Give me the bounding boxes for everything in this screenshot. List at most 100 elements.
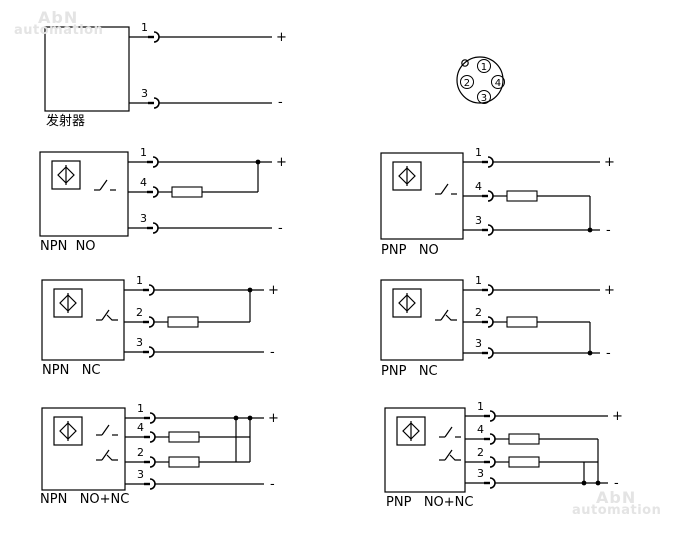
- npn-nonc-type: NPN: [40, 492, 68, 507]
- connector-contact: [149, 456, 156, 468]
- connector-contact: [153, 97, 160, 109]
- connector-pin-label-2: 2: [464, 78, 470, 89]
- npn-nc-minus: -: [270, 345, 275, 360]
- sensor-coil-box: [392, 161, 422, 191]
- connector-contact: [148, 284, 155, 296]
- pnp-nc-sensor-box: [380, 279, 464, 361]
- pin-number-3: 3: [136, 336, 143, 349]
- connector-contact: [152, 222, 159, 234]
- sensor-coil-left: [398, 294, 408, 312]
- switch-blade: [440, 183, 449, 195]
- load-resistor: [171, 186, 203, 198]
- connector-contact: [487, 284, 494, 296]
- sensor-coil-left: [402, 422, 412, 440]
- connector-contact: [487, 190, 494, 202]
- connector-pin-label-3: 3: [481, 93, 487, 104]
- sensor-coil-left: [398, 167, 408, 185]
- pin-number-1: 1: [140, 146, 147, 159]
- npn-nc-plus: +: [268, 283, 279, 298]
- pnp-nonc-label: PNP NO+NC: [386, 496, 473, 509]
- switch-nc-contact: [449, 454, 461, 461]
- connector-contact: [149, 478, 156, 490]
- sensor-coil-right: [67, 294, 77, 312]
- pin-number-3: 3: [475, 214, 482, 227]
- junction-dot: [587, 227, 593, 233]
- sensor-coil-box: [51, 160, 81, 190]
- switch-blade: [101, 424, 110, 436]
- connector-pin-label-1: 1: [481, 62, 487, 73]
- pin-number-3: 3: [137, 468, 144, 481]
- connector-contact: [487, 316, 494, 328]
- npn-nonc-label: NPN NO+NC: [40, 493, 129, 506]
- pin-number-2: 2: [477, 446, 484, 459]
- watermark-bottom: AbN automation: [572, 488, 662, 518]
- pin-number-1: 1: [475, 274, 482, 287]
- sensor-coil-right: [65, 166, 75, 184]
- pin-number-3: 3: [475, 337, 482, 350]
- sensor-coil-right: [410, 422, 420, 440]
- pin-number-1: 1: [137, 402, 144, 415]
- npn-no-sensor-box: [39, 151, 129, 237]
- pin-number-1: 1: [477, 400, 484, 413]
- sensor-coil-box: [396, 416, 426, 446]
- npn-nonc-minus: -: [270, 477, 275, 492]
- pnp-no-output: NO: [418, 243, 439, 258]
- junction-dot: [595, 480, 601, 486]
- switch-blade: [101, 449, 110, 461]
- connector-contact: [149, 412, 156, 424]
- junction-dot: [255, 159, 261, 165]
- pnp-nc-label: PNP NC: [381, 365, 438, 378]
- connector-contact: [487, 224, 494, 236]
- connector-pin-4: [491, 75, 505, 89]
- pnp-nonc-type: PNP: [386, 495, 412, 510]
- npn-nc-label: NPN NC: [42, 364, 101, 377]
- sensor-coil-box: [392, 288, 422, 318]
- sensor-coil-left: [59, 422, 69, 440]
- pin-number-1: 1: [475, 146, 482, 159]
- switch-blade: [444, 426, 453, 438]
- emitter-block: 13+-: [44, 21, 287, 112]
- pin-number-2: 2: [475, 306, 482, 319]
- load-resistor: [168, 456, 200, 468]
- connector-contact: [487, 347, 494, 359]
- connector-pin-label-4: 4: [495, 78, 501, 89]
- npn-no-circuit: 143+-: [39, 146, 287, 237]
- npn-nonc-plus: +: [268, 411, 279, 426]
- connector-contact: [489, 410, 496, 422]
- sensor-coil-right: [406, 294, 416, 312]
- pin-number-1: 1: [141, 21, 148, 34]
- connector-contact: [153, 31, 160, 43]
- pin-number-3: 3: [477, 467, 484, 480]
- load-resistor: [506, 316, 538, 328]
- pin-number-4: 4: [140, 176, 147, 189]
- pin-number-4: 4: [137, 421, 144, 434]
- sensor-coil-box: [53, 288, 83, 318]
- npn-nc-output: NC: [81, 363, 101, 378]
- sensor-coil-right: [406, 167, 416, 185]
- sensor-coil-left: [57, 166, 67, 184]
- npn-no-plus: +: [276, 155, 287, 170]
- pin-number-4: 4: [475, 180, 482, 193]
- connector-contact: [489, 433, 496, 445]
- pnp-nc-plus: +: [604, 283, 615, 298]
- switch-blade: [99, 179, 108, 191]
- plus-sign: +: [276, 30, 287, 45]
- npn-nc-sensor-box: [41, 279, 125, 361]
- switch-blade: [444, 449, 453, 461]
- minus-sign: -: [278, 95, 283, 110]
- pnp-no-type: PNP: [381, 243, 407, 258]
- connector-contact: [148, 316, 155, 328]
- pnp-nonc-plus: +: [612, 409, 623, 424]
- emitter-label: 发射器: [46, 114, 86, 129]
- npn-nc-type: NPN: [42, 363, 70, 378]
- connector-pin-2: [460, 75, 474, 89]
- load-resistor: [168, 431, 200, 443]
- sensor-coil-box: [53, 416, 83, 446]
- switch-blade: [440, 309, 449, 321]
- connector-pin-1: [477, 59, 491, 73]
- junction-dot: [247, 287, 253, 293]
- npn-no-minus: -: [278, 221, 283, 236]
